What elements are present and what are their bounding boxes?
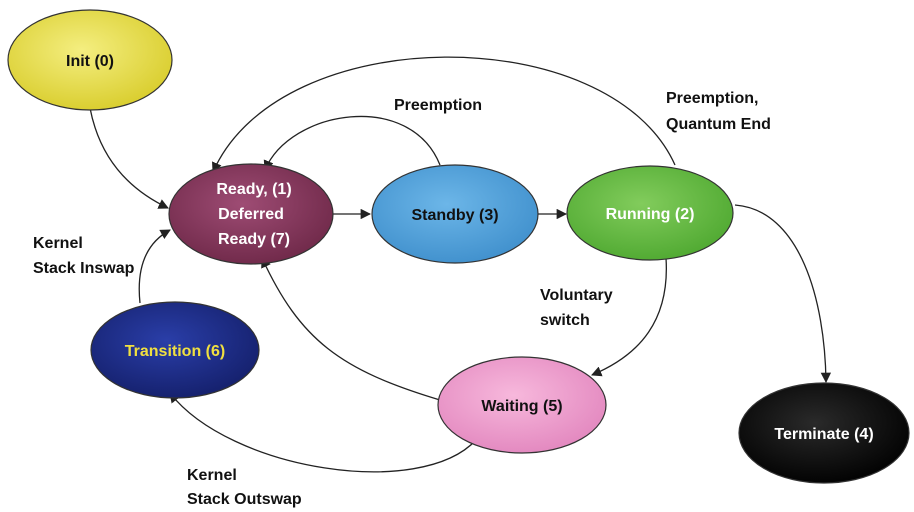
state-init: Init (0): [7, 9, 173, 111]
edge-standby-to-ready-preemption: [263, 115, 441, 171]
label-kernel-inswap-line2: Stack Inswap: [33, 260, 135, 277]
edge-running-to-ready-preemption: [212, 56, 676, 173]
state-ready-label-line3: Ready (7): [218, 231, 290, 248]
state-waiting-shape: [437, 356, 607, 454]
state-init-label: Init (0): [66, 53, 114, 70]
label-voluntary-switch-line2: switch: [540, 312, 590, 329]
state-waiting-label: Waiting (5): [481, 398, 562, 415]
edge-transition-to-ready: [138, 229, 171, 304]
label-preemption-quantum-line1: Preemption,: [666, 90, 758, 107]
state-terminate-label: Terminate (4): [774, 426, 873, 443]
state-standby-label: Standby (3): [411, 207, 498, 224]
state-transition: Transition (6): [90, 301, 260, 399]
edge-waiting-to-ready: [261, 257, 441, 401]
state-standby: Standby (3): [371, 164, 539, 264]
state-ready-label-line2: Deferred: [218, 206, 284, 223]
label-kernel-outswap-line2: Stack Outswap: [187, 491, 302, 508]
label-voluntary-switch-line1: Voluntary: [540, 287, 613, 304]
state-terminate-shape: [738, 382, 910, 484]
edge-running-to-terminate: [734, 204, 832, 384]
label-preemption-quantum-line2: Quantum End: [666, 116, 771, 133]
state-standby-shape: [371, 164, 539, 264]
edge-init-to-ready: [89, 107, 169, 209]
label-kernel-outswap-line1: Kernel: [187, 467, 237, 484]
state-ready-shape: [168, 163, 334, 265]
state-running-shape: [566, 165, 734, 261]
state-running: Running (2): [566, 165, 734, 261]
state-transition-shape: [90, 301, 260, 399]
state-waiting: Waiting (5): [437, 356, 607, 454]
state-running-label: Running (2): [606, 206, 695, 223]
label-kernel-inswap-line1: Kernel: [33, 235, 83, 252]
label-preemption: Preemption: [394, 97, 482, 114]
state-ready: Ready, (1) Deferred Ready (7): [168, 163, 334, 265]
edge-waiting-to-transition: [169, 392, 477, 473]
state-transition-label: Transition (6): [125, 343, 225, 360]
state-terminate: Terminate (4): [738, 382, 910, 484]
edge-running-to-waiting: [591, 257, 667, 377]
state-ready-label-line1: Ready, (1): [216, 181, 291, 198]
state-init-shape: [7, 9, 173, 111]
